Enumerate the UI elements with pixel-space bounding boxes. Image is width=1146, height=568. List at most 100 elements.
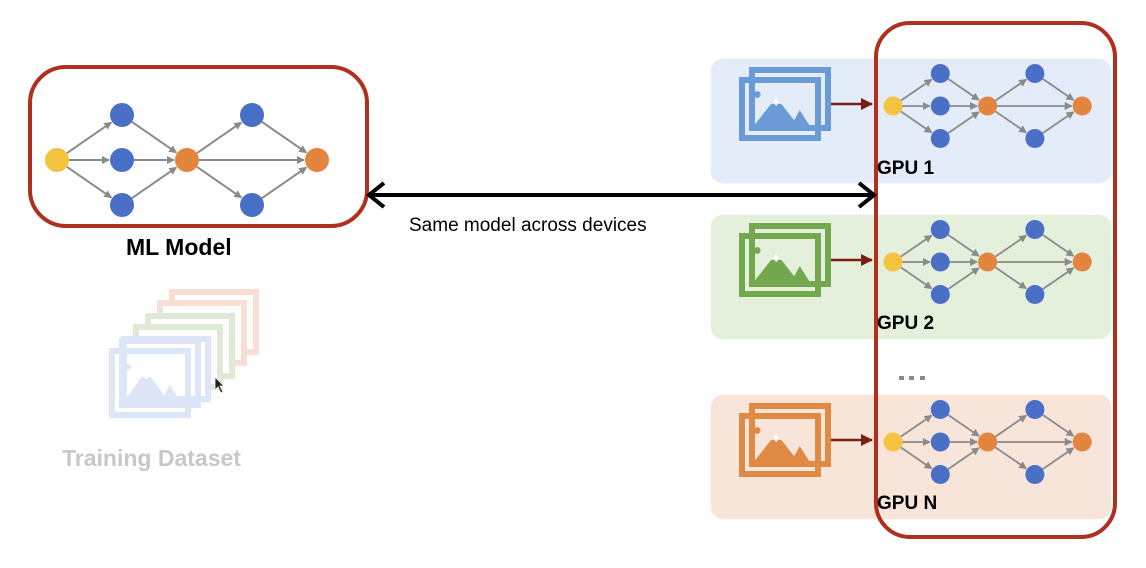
edge-arrow [947,234,980,257]
gpu-label-1: GPU 1 [877,158,935,179]
training-dataset-label: Training Dataset [62,445,241,471]
edge-arrow [947,78,980,101]
edge-arrow [900,110,933,134]
training-dataset-stack-icon [109,289,259,418]
hidden-node [930,285,950,304]
mountain-big [121,370,172,406]
edge-arrow [900,266,933,290]
data-shard-image-icon [739,403,831,477]
hidden-node [930,432,950,452]
edge-arrow [994,78,1028,102]
data-shard-image-icon [739,223,831,297]
gpu-label-n: GPU N [877,493,938,514]
edge-arrow [994,110,1028,134]
edge-arrow [900,414,933,438]
edge-arrow [994,266,1028,290]
hidden-node [240,193,264,217]
ml-model-box [28,65,369,228]
edge-arrow [900,446,933,470]
hidden-node [1025,285,1045,304]
input-node [883,432,903,452]
merge-node [1072,432,1092,452]
mountain-small [789,110,812,130]
hidden-node [930,129,950,148]
same-model-connector-arrow [365,181,878,209]
hidden-node [1025,220,1045,239]
edge-arrow [131,166,178,199]
input-node [45,148,69,172]
edge-arrow [947,414,980,437]
merge-node [1072,96,1092,116]
mountain-big [751,253,802,286]
sun [123,363,131,371]
hidden-node [930,465,950,484]
hidden-node [110,103,134,127]
mountain-small [789,266,812,286]
hidden-node [1025,465,1045,484]
edge-arrow [196,166,243,199]
gpu-panel-2 [710,214,1112,340]
front-frame [109,348,191,418]
edge-arrow [1042,267,1075,290]
device-group-box [874,21,1117,539]
snow-cap [140,370,152,380]
hidden-node [930,400,950,419]
edge-arrow [1042,111,1075,134]
snow-cap [770,253,782,263]
sun [753,247,761,254]
edge-arrow [1042,78,1075,101]
ml-model-label: ML Model [126,234,232,260]
ml-model-network [45,103,329,217]
mountain-big [751,433,802,466]
edge-arrow [900,78,933,102]
sun [753,91,761,98]
edge-arrow [1042,414,1075,437]
snow-cap [770,433,782,443]
mountain-small [789,446,812,466]
hidden-node [930,252,950,272]
edge-arrow [131,121,178,154]
gpu-panel-1 [710,58,1112,184]
edge-arrow [196,121,243,154]
front-frame [739,233,821,297]
merge-node [175,148,199,172]
gpu-model-network [883,220,1092,304]
edge-arrow [66,121,113,154]
merge-node [978,432,998,452]
edge-arrow [994,446,1028,470]
edge-arrow [261,121,308,154]
hidden-node [1025,64,1045,83]
hidden-node [110,148,134,172]
mountain-small [159,384,182,406]
gpu-label-2: GPU 2 [877,313,935,334]
connector-label: Same model across devices [409,215,647,236]
sun [753,427,761,434]
hidden-node [110,193,134,217]
hidden-node [930,64,950,83]
merge-node [978,96,998,116]
hidden-node [930,220,950,239]
merge-node [978,252,998,272]
front-frame [739,77,821,141]
device-panels [710,58,1112,520]
input-node [883,252,903,272]
merge-node [1072,252,1092,272]
edge-arrow [994,234,1028,258]
merge-node [305,148,329,172]
edge-arrow [1042,447,1075,470]
hidden-node [240,103,264,127]
edge-arrow [947,447,980,470]
input-node [883,96,903,116]
gpu-panel-3 [710,394,1112,520]
edge-arrow [1042,234,1075,257]
dataset-front-image [109,338,201,418]
snow-cap [770,97,782,107]
mountain-big [751,97,802,130]
mouse-cursor-icon [214,376,225,394]
edge-arrow [261,166,308,199]
hidden-node [930,96,950,116]
edge-arrow [947,111,980,134]
edge-arrow [994,414,1028,438]
gpu-model-network [883,400,1092,484]
